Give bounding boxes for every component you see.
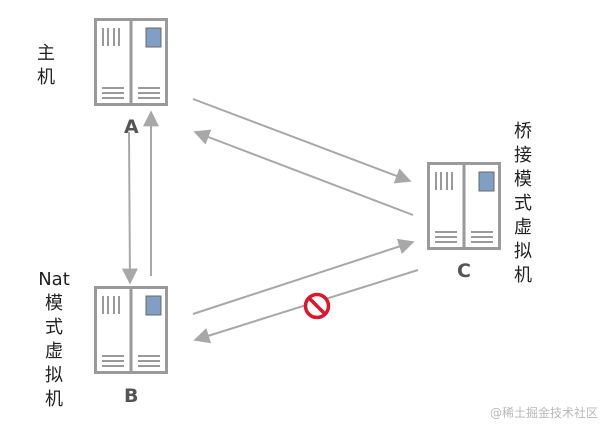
server-icon-nat-vm (94, 286, 168, 374)
arrow-host-to-bridge (192, 98, 412, 184)
server-icon-bridge-vm (427, 162, 501, 250)
caption-nat-vm: Nat 模 式 虚 拟 机 (38, 269, 70, 410)
node-letter-nat-vm: B (124, 385, 139, 407)
watermark: @稀土掘金技术社区 (489, 406, 598, 420)
server-icon-host (94, 18, 168, 106)
arrow-nat-to-bridge (192, 238, 415, 315)
node-letter-host: A (124, 116, 139, 138)
arrow-host-to-nat (121, 131, 138, 285)
blocked-icon (303, 292, 331, 320)
node-letter-bridge-vm: C (457, 260, 471, 282)
arrow-bridge-to-host (193, 129, 414, 216)
caption-bridge-vm: 桥 接 模 式 虚 拟 机 (514, 121, 532, 286)
caption-host: 主 机 (37, 43, 55, 88)
